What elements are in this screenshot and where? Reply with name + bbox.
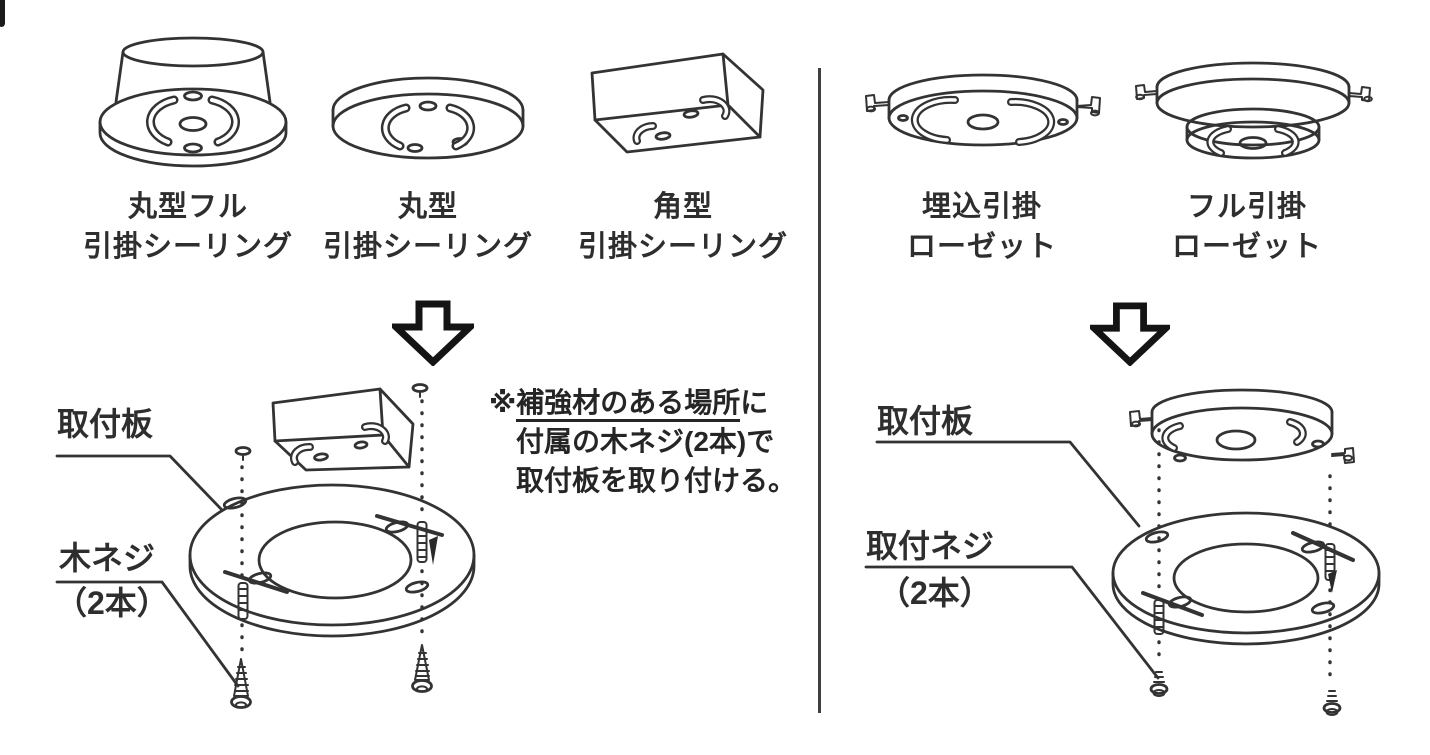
plate-label-left: 取付板 (57, 406, 154, 442)
mount-label-line1: 丸型 (397, 191, 458, 223)
square-ceiling-mount (271, 387, 415, 472)
installation-note: ※補強材のある場所に 付属の木ネジ(2本)で 取付板を取り付ける。 (489, 383, 796, 500)
mount-label-line2: ローゼット (1171, 231, 1322, 263)
mounting-screw-count-label: （2本） (878, 575, 992, 611)
note-line1: ※補強材のある場所に (489, 383, 796, 422)
wood-screw (230, 644, 433, 709)
mount-label-recessed-rosette: 埋込引掛 ローゼット (857, 187, 1107, 267)
note-line2: 付属の木ネジ(2本)で (516, 426, 775, 457)
mounting-plate (188, 483, 476, 638)
section-divider (818, 68, 821, 713)
full-hook-rosette-icon (1135, 61, 1373, 160)
mounting-plate (1111, 511, 1381, 646)
round-hook-ceiling-icon (331, 76, 525, 160)
mount-label-line1: フル引掛 (1186, 191, 1307, 223)
mount-label-line1: 丸型フル (127, 191, 248, 223)
rosette-mount (1129, 388, 1355, 464)
engaged-screw (1153, 543, 1337, 635)
engaged-screw (237, 521, 438, 620)
mount-label-round: 丸型 引掛シーリング (303, 187, 553, 267)
alignment-guides (234, 383, 429, 655)
down-arrow-icon (392, 300, 474, 366)
down-arrow-icon (1090, 302, 1170, 366)
mount-label-full-rosette: フル引掛 ローゼット (1122, 187, 1372, 267)
note-line1-suffix: に (740, 387, 769, 418)
mount-label-line2: 引掛シーリング (577, 231, 788, 263)
mount-label-line1: 角型 (652, 191, 713, 223)
mount-label-line2: 引掛シーリング (322, 231, 533, 263)
recessed-hook-rosette-icon (865, 73, 1101, 147)
mount-label-line1: 埋込引掛 (921, 191, 1042, 223)
page-corner-mark (0, 0, 5, 27)
round-full-hook-ceiling-icon (98, 36, 288, 168)
mount-label-line2: 引掛シーリング (82, 231, 293, 263)
mount-label-square: 角型 引掛シーリング (558, 187, 808, 267)
left-assembly-diagram (188, 383, 476, 709)
wood-screw-label: 木ネジ (59, 540, 156, 576)
mounting-screw (1149, 671, 1342, 716)
mounting-screw-label: 取付ネジ (866, 528, 995, 564)
mount-label-line2: ローゼット (906, 231, 1057, 263)
mount-label-round-full: 丸型フル 引掛シーリング (63, 187, 313, 267)
note-line3: 取付板を取り付ける。 (516, 465, 797, 496)
right-assembly-diagram (1111, 388, 1381, 716)
square-hook-ceiling-icon (590, 52, 765, 154)
note-underlined-text: 補強材のある場所 (516, 387, 741, 422)
note-prefix: ※ (489, 387, 517, 418)
plate-label-right: 取付板 (877, 403, 974, 439)
wood-screw-count-label: （2本） (55, 585, 169, 621)
